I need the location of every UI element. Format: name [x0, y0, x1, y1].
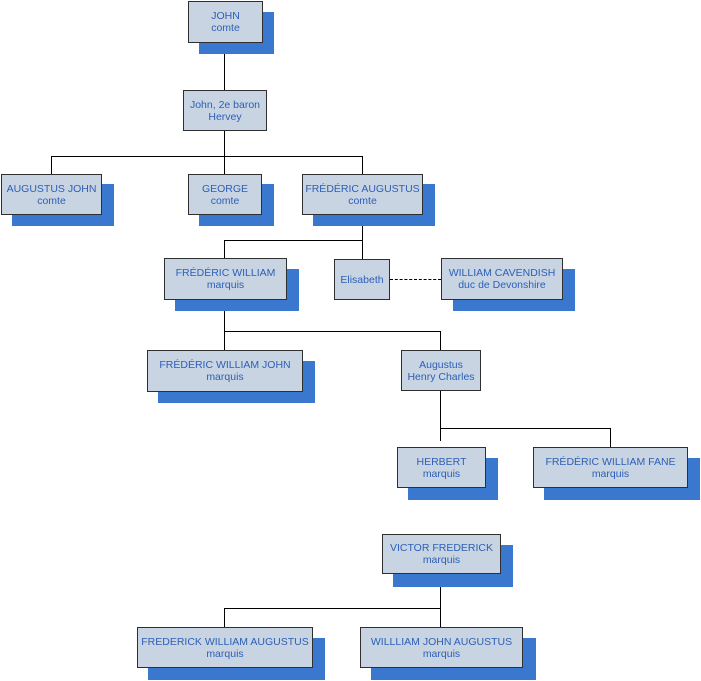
person-frederic-william-john-marquis: FRÉDÉRIC WILLIAM JOHN marquis — [147, 350, 303, 392]
person-title: marquis — [206, 647, 244, 660]
person-title: duc de Devonshire — [458, 279, 546, 291]
person-augustus-henry-charles: Augustus Henry Charles — [401, 350, 481, 391]
connector-line — [224, 608, 225, 627]
connector-line — [362, 215, 363, 259]
connector-line — [224, 240, 225, 258]
connector-line — [224, 131, 225, 174]
person-name: FRÉDÉRIC WILLIAM FANE — [545, 455, 676, 468]
person-title: marquis — [422, 647, 461, 660]
person-name: JOHN — [211, 10, 240, 22]
person-title: marquis — [206, 371, 244, 383]
person-john-comte: JOHN comte — [188, 1, 263, 43]
person-frederick-william-augustus-marquis: FREDERICK WILLIAM AUGUSTUS marquis — [137, 627, 313, 668]
person-george-comte: GEORGE comte — [188, 174, 262, 215]
connector-line — [440, 428, 611, 429]
person-title: Hervey — [208, 110, 242, 123]
person-frederic-augustus-comte: FRÉDÉRIC AUGUSTUS comte — [302, 174, 423, 215]
connector-line — [362, 156, 363, 174]
person-name: FREDERICK WILLIAM AUGUSTUS — [141, 635, 309, 648]
person-augustus-john-comte: AUGUSTUS JOHN comte — [1, 174, 102, 215]
connector-line — [224, 331, 441, 332]
person-name: John, 2e baron — [189, 98, 261, 111]
person-name: FRÉDÉRIC AUGUSTUS — [305, 182, 420, 195]
person-title: comte — [37, 194, 66, 207]
connector-line — [440, 574, 441, 627]
person-john-2e-baron-hervey: John, 2e baron Hervey — [183, 90, 267, 131]
person-victor-frederick-marquis: VICTOR FREDERICK marquis — [382, 534, 501, 574]
connector-line — [51, 156, 363, 157]
person-name: WILLIAM CAVENDISH — [448, 267, 556, 279]
person-elisabeth: Elisabeth — [334, 259, 390, 300]
connector-line — [224, 240, 363, 241]
connector-line — [51, 156, 52, 174]
person-frederic-william-marquis: FRÉDÉRIC WILLIAM marquis — [164, 258, 287, 300]
person-name: FRÉDÉRIC WILLIAM — [175, 267, 276, 279]
person-name: Elisabeth — [340, 273, 384, 286]
person-name: AUGUSTUS JOHN — [6, 182, 97, 195]
person-name: VICTOR FREDERICK — [389, 542, 494, 554]
person-title: marquis — [206, 279, 245, 291]
connector-line — [224, 300, 225, 350]
person-title: marquis — [422, 467, 461, 480]
person-name: HERBERT — [416, 455, 467, 468]
connector-line — [440, 391, 441, 441]
person-frederic-william-fane-marquis: FRÉDÉRIC WILLIAM FANE marquis — [533, 447, 688, 488]
person-title: comte — [211, 22, 240, 34]
person-title: comte — [210, 194, 240, 207]
connector-line — [610, 428, 611, 447]
person-herbert-marquis: HERBERT marquis — [397, 447, 486, 488]
connector-line — [224, 43, 225, 90]
person-title: marquis — [591, 467, 630, 480]
marriage-connector — [390, 279, 441, 280]
person-name: Augustus — [419, 358, 463, 371]
connector-line — [224, 608, 441, 609]
person-william-cavendish: WILLIAM CAVENDISH duc de Devonshire — [441, 258, 563, 300]
person-name: FRÉDÉRIC WILLIAM JOHN — [159, 359, 291, 371]
person-title: marquis — [422, 554, 461, 566]
person-title: comte — [348, 194, 377, 207]
connector-line — [440, 331, 441, 350]
person-name: WILLLIAM JOHN AUGUSTUS — [370, 635, 513, 648]
person-william-john-augustus-marquis: WILLLIAM JOHN AUGUSTUS marquis — [360, 627, 523, 668]
person-name: GEORGE — [201, 182, 249, 195]
person-title: Henry Charles — [407, 370, 475, 383]
